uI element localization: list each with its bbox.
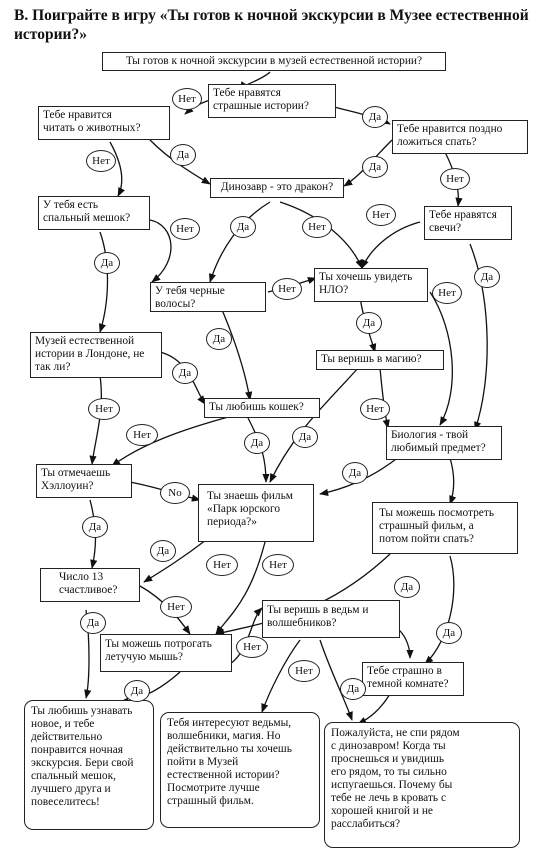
q-start: Ты готов к ночной экскурсии в музей есте… xyxy=(102,52,446,71)
q-dark-room: Тебе страшно в темной комнате? xyxy=(362,662,464,696)
label-yes: Да xyxy=(244,432,270,454)
q-number13: Число 13 счастливое? xyxy=(40,568,140,602)
label-yes: Да xyxy=(362,156,388,178)
label-yes: Да xyxy=(356,312,382,334)
q-biology: Биология - твой любимый предмет? xyxy=(386,426,502,460)
arrow-film-yes-dark xyxy=(424,555,455,665)
outcome-dino-sleep: Пожалуйста, не спи рядом с динозавром! К… xyxy=(324,722,520,848)
arrow-sleepbag-yes-london xyxy=(98,231,109,333)
label-yes: Да xyxy=(206,328,232,350)
label-yes: Да xyxy=(436,622,462,644)
label-yes: Да xyxy=(362,106,388,128)
q-cats: Ты любишь кошек? xyxy=(204,398,320,418)
outcome-film-instead: Тебя интересуют ведьмы, волшебники, маги… xyxy=(160,712,320,828)
q-black-hair: У тебя черные волосы? xyxy=(150,282,266,312)
label-no: Нет xyxy=(366,204,396,226)
label-no: Нет xyxy=(88,398,120,420)
label-yes: Да xyxy=(170,144,196,166)
q-dino-dragon: Динозавр - это дракон? xyxy=(210,178,344,198)
arrow-london-no-halloween xyxy=(89,375,103,465)
label-yes: Да xyxy=(340,678,366,700)
arrow-halloween-yes-13 xyxy=(89,499,98,569)
q-bat: Ты можешь потрогать летучую мышь? xyxy=(100,634,232,672)
arrow-read-no-sleepbag xyxy=(109,141,125,197)
arrow-witches-down-dino xyxy=(319,639,353,721)
label-yes: Да xyxy=(342,462,368,484)
label-no: Нет xyxy=(360,398,390,420)
label-no: Нет xyxy=(170,218,200,240)
q-candles: Тебе нравятся свечи? xyxy=(424,206,512,240)
arrow-bio-no-film xyxy=(449,457,457,505)
outcome-new-things: Ты любишь узнавать новое, и тебе действи… xyxy=(24,700,154,830)
label-yes: Да xyxy=(124,680,150,702)
label-no: Нет xyxy=(262,554,294,576)
label-yes: Да xyxy=(474,266,500,288)
label-no: Нет xyxy=(440,168,470,190)
label-no: Нет xyxy=(288,660,320,682)
arrow-bat-no-witches xyxy=(229,607,263,665)
label-no: Нет xyxy=(172,88,202,110)
label-no-en: No xyxy=(160,482,190,504)
arrow-cats-no-halloween xyxy=(111,415,233,467)
q-london: Музей естественной истории в Лондоне, не… xyxy=(30,332,162,378)
arrow-dino-yes-hair xyxy=(208,201,271,283)
q-sleeping-bag: У тебя есть спальный мешок? xyxy=(38,196,150,230)
q-halloween: Ты отмечаешь Хэллоуин? xyxy=(36,464,132,498)
q-late-sleep: Тебе нравится поздно ложиться спать? xyxy=(392,120,528,154)
label-yes: Да xyxy=(150,540,176,562)
arrow-dark-yes-dino xyxy=(357,693,391,725)
label-yes: Да xyxy=(230,216,256,238)
label-no: Нет xyxy=(432,282,462,304)
arrow-sleepbag-no-hair xyxy=(149,219,172,283)
label-yes: Да xyxy=(394,576,420,598)
label-no: Нет xyxy=(160,596,192,618)
q-scary-stories: Тебе нравятся страшные истории? xyxy=(208,84,336,118)
q-scary-film: Ты можешь посмотреть страшный фильм, а п… xyxy=(372,502,518,554)
label-no: Нет xyxy=(86,150,116,172)
q-witches: Ты веришь в ведьм и волшебников? xyxy=(262,600,400,638)
q-ufo: Ты хочешь увидеть НЛО? xyxy=(314,268,428,302)
label-no: Нет xyxy=(272,278,302,300)
arrow-hair-down-cats xyxy=(219,304,253,401)
arrow-ufo-no-bio xyxy=(429,291,453,426)
label-no: Нет xyxy=(206,554,238,576)
arrow-candles-yes-bio xyxy=(469,243,488,431)
q-read-animals: Тебе нравится читать о животных? xyxy=(38,106,170,140)
q-magic: Ты веришь в магию? xyxy=(316,350,444,370)
label-yes: Да xyxy=(94,252,120,274)
page-title: В. Поиграйте в игру «Ты готов к ночной э… xyxy=(14,7,529,43)
label-yes: Да xyxy=(82,516,108,538)
label-yes: Да xyxy=(292,426,318,448)
arrow-jurassic-yes-13 xyxy=(143,539,207,583)
label-no: Нет xyxy=(302,216,332,238)
label-no: Нет xyxy=(126,424,158,446)
label-no: Нет xyxy=(236,636,268,658)
arrow-jurassic-no-bat xyxy=(215,541,266,635)
arrow-witches-no-film xyxy=(261,639,301,713)
label-yes: Да xyxy=(80,612,106,634)
arrow-candles-no-ufo xyxy=(361,221,421,269)
label-yes: Да xyxy=(172,362,198,384)
q-jurassic: Ты знаешь фильм «Парк юрского периода?» xyxy=(198,484,314,542)
